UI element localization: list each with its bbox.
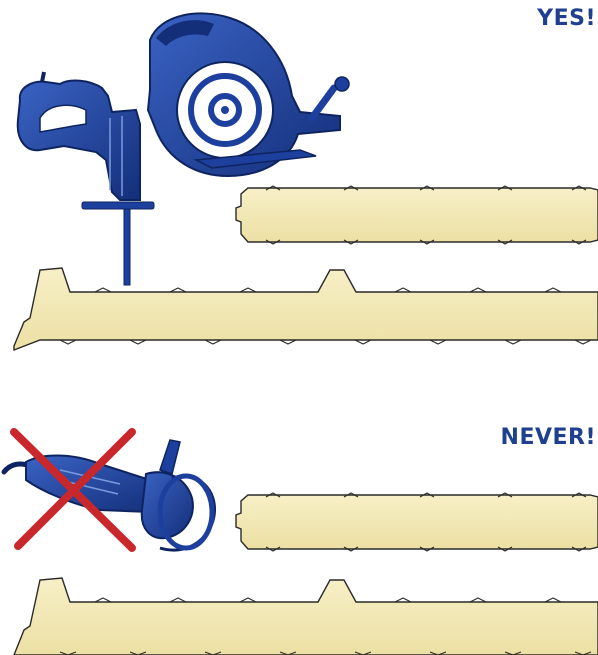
flat-sandwich-panel-bottom [235, 492, 598, 552]
circular-saw-icon [146, 12, 350, 178]
roof-sandwich-panel-bottom [13, 577, 598, 655]
forbidden-tool-label: NEVER! [500, 425, 596, 450]
flat-sandwich-panel-top [235, 185, 598, 245]
roof-sandwich-panel-top [13, 267, 598, 352]
cross-mark-icon [10, 428, 136, 552]
jigsaw-icon [16, 71, 155, 286]
approved-tools-label: YES! [537, 6, 596, 31]
angle-grinder-icon [1, 439, 216, 552]
